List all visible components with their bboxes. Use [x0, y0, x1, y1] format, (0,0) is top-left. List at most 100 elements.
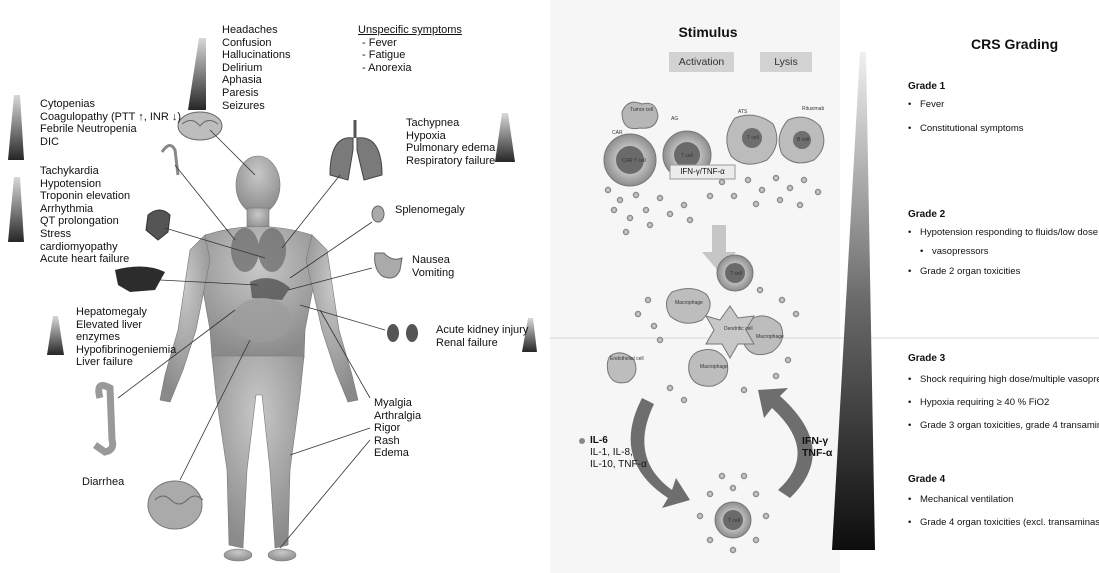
grade-item: Fever	[908, 99, 1023, 111]
grade-item: Grade 3 organ toxicities, grade 4 transa…	[908, 420, 1099, 432]
cardiac-item: QT prolongation	[40, 215, 130, 228]
grade-4: Grade 4 Mechanical ventilation Grade 4 o…	[908, 474, 1099, 529]
car-t-cell-label: CAR T cell	[622, 158, 646, 164]
severity-triangle-hemato	[8, 95, 24, 160]
cardiac-item: cardiomyopathy	[40, 241, 130, 254]
gi-symptoms: Nausea Vomiting	[412, 254, 454, 279]
stimulus-title: Stimulus	[678, 24, 737, 40]
musculo-item: Arthralgia	[374, 410, 421, 423]
liver-icon	[115, 266, 165, 292]
ats-label: ATS	[738, 109, 748, 115]
unspecific-item: - Fatigue	[358, 49, 462, 62]
unspecific-item: - Anorexia	[358, 62, 462, 75]
cytokine-left-item: IL-1, IL-8,	[590, 447, 647, 459]
pulmonary-symptoms: Tachypnea Hypoxia Pulmonary edema Respir…	[406, 117, 495, 167]
kidney-symptoms: Acute kidney injury Renal failure	[436, 324, 528, 349]
musculo-symptoms: Myalgia Arthralgia Rigor Rash Edema	[374, 397, 421, 460]
ag-label: AG	[671, 116, 678, 122]
colon-icon	[95, 386, 113, 452]
liver-item: enzymes	[76, 331, 176, 344]
macrophage-label-2: Macrophage	[756, 334, 784, 340]
t-cell-label: T cell	[681, 153, 693, 159]
il6-label: IL-6	[590, 435, 647, 447]
hemato-item: DIC	[40, 136, 181, 149]
grade-item: Mechanical ventilation	[908, 494, 1099, 506]
blood-vessel-icon	[162, 145, 178, 175]
grade-title: Grade 3	[908, 353, 1099, 364]
grade-item: Hypotension responding to fluids/low dos…	[908, 227, 1098, 239]
lysis-t-cell-label: T cell	[747, 135, 759, 141]
grade-item: Constitutional symptoms	[908, 123, 1023, 135]
cardiac-item: Arrhythmia	[40, 203, 130, 216]
macrophage-label: Macrophage	[675, 300, 703, 306]
severity-triangle-pulmonary	[495, 113, 515, 162]
grade-2: Grade 2 Hypotension responding to fluids…	[908, 209, 1098, 278]
unspecific-item: - Fever	[358, 37, 462, 50]
cardiac-item: Hypotension	[40, 178, 130, 191]
hemato-item: Cytopenias	[40, 98, 181, 111]
heart-icon	[146, 210, 170, 240]
bottom-t-cell-label: T cell	[728, 518, 740, 524]
gi-item: Nausea	[412, 254, 454, 267]
severity-triangle-cardiac	[8, 177, 24, 242]
unspecific-symptoms: Unspecific symptoms - Fever - Fatigue - …	[358, 24, 462, 74]
grade-title: Grade 2	[908, 209, 1098, 220]
liver-item: Liver failure	[76, 356, 176, 369]
pulmonary-item: Hypoxia	[406, 130, 495, 143]
grade-3: Grade 3 Shock requiring high dose/multip…	[908, 353, 1099, 432]
dendritic-label: Dendritic cell	[724, 326, 753, 332]
neuro-symptoms: Headaches Confusion Hallucinations Delir…	[222, 24, 290, 112]
intestine-icon	[148, 481, 203, 529]
il6-dot-icon	[579, 438, 585, 444]
severity-triangle-neuro	[188, 38, 206, 110]
pulmonary-item: Tachypnea	[406, 117, 495, 130]
crs-title: CRS Grading	[971, 36, 1058, 52]
liver-item: Elevated liver	[76, 319, 176, 332]
endothelial-label: Endothelial cell	[610, 356, 644, 362]
grade-1: Grade 1 Fever Constitutional symptoms	[908, 81, 1023, 135]
neuro-item: Aphasia	[222, 74, 290, 87]
macrophage-label-3: Macrophage	[700, 364, 728, 370]
diarrhea-symptom: Diarrhea	[82, 476, 124, 489]
kidney-item: Renal failure	[436, 337, 528, 350]
grade-item: Grade 4 organ toxicities (excl. transami…	[908, 517, 1099, 529]
gi-item: Vomiting	[412, 267, 454, 280]
lysis-label: Lysis	[760, 56, 812, 68]
crs-panel: Tumor cell CAR AG CAR T cell T cell T ce…	[550, 0, 1099, 573]
rituximab-label: Rituximab	[802, 106, 824, 112]
musculo-item: Myalgia	[374, 397, 421, 410]
musculo-item: Rash	[374, 435, 421, 448]
spleen-symptom: Splenomegaly	[395, 204, 465, 217]
grade-item-cont: vasopressors	[908, 246, 1098, 258]
kidney-item: Acute kidney injury	[436, 324, 528, 337]
cytokines-right: IFN-γ TNF-α	[802, 435, 832, 459]
hemato-symptoms: Cytopenias Coagulopathy (PTT ↑, INR ↓) F…	[40, 98, 181, 148]
cardiac-item: Stress	[40, 228, 130, 241]
neuro-item: Headaches	[222, 24, 290, 37]
ifn-box-label: IFN-γ/TNF-α	[670, 167, 735, 176]
cardiac-item: Tachykardia	[40, 165, 130, 178]
cytokine-right-item: IFN-γ	[802, 435, 832, 447]
grade-title: Grade 4	[908, 474, 1099, 485]
liver-item: Hypofibrinogeniemia	[76, 344, 176, 357]
neuro-item: Hallucinations	[222, 49, 290, 62]
grade-item: Hypoxia requiring ≥ 40 % FiO2	[908, 397, 1099, 409]
activation-label: Activation	[669, 56, 734, 68]
cardiac-item: Acute heart failure	[40, 253, 130, 266]
cytokine-left-item: IL-10, TNF-α	[590, 459, 647, 471]
central-t-cell-label: T cell	[730, 271, 742, 277]
neuro-item: Confusion	[222, 37, 290, 50]
unspecific-title: Unspecific symptoms	[358, 24, 462, 37]
grade-item: Grade 2 organ toxicities	[908, 266, 1098, 278]
cytokine-right-item: TNF-α	[802, 447, 832, 459]
musculo-item: Edema	[374, 447, 421, 460]
liver-item: Hepatomegaly	[76, 306, 176, 319]
musculo-item: Rigor	[374, 422, 421, 435]
grade-title: Grade 1	[908, 81, 1023, 92]
hemato-item: Coagulopathy (PTT ↑, INR ↓)	[40, 111, 181, 124]
b-cell-label: B cell	[797, 137, 809, 143]
neuro-item: Delirium	[222, 62, 290, 75]
hemato-item: Febrile Neutropenia	[40, 123, 181, 136]
spleen-icon	[372, 206, 384, 222]
severity-triangle-liver	[47, 316, 64, 355]
